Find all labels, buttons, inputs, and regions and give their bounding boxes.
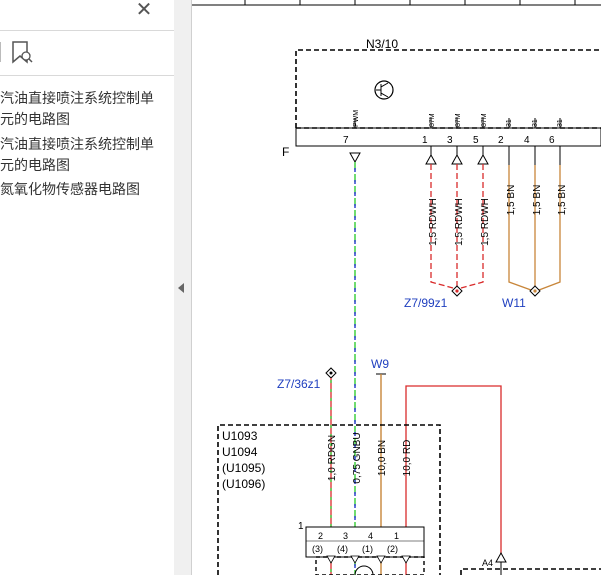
panel-divider — [0, 30, 174, 31]
connector-bottom: 2 3 4 1 (3) (4) (1) (2) — [305, 526, 425, 575]
bookmark-item-1[interactable]: 汽油直接喷注系统控制单 元的电路图 — [0, 88, 170, 130]
splice-label: Z7/36z1 — [277, 377, 321, 391]
pin-number-alt: (1) — [362, 544, 373, 554]
pin-number-alt: (4) — [337, 544, 348, 554]
pin-number: 1 — [422, 135, 428, 146]
pin-number: 4 — [524, 135, 530, 146]
module-u1093: U1093 U1094 (U1095) (U1096) 1 — [217, 424, 441, 575]
bookmark-item-label: 汽油直接喷注系统控制单 — [0, 136, 154, 152]
wire-label: 1,5 RDWH — [454, 198, 465, 246]
module-label: N3/10 — [366, 37, 398, 51]
pin-number-alt: (3) — [312, 544, 323, 554]
pin-top-labels: PWM 87M 87M 87M 31 31 31 — [353, 110, 564, 127]
module-label: (U1095) — [222, 461, 265, 475]
rd-wire: A4 — [405, 385, 507, 575]
bookmark-item-2[interactable]: 汽油直接喷注系统控制单 元的电路图 — [0, 134, 170, 176]
pin-number: 5 — [473, 135, 479, 146]
pin-label: PWM — [353, 110, 360, 127]
pin-number-alt: (2) — [387, 544, 398, 554]
module-bottom-right — [460, 568, 601, 575]
document-page: N3/10 F PWM 87M 87M 87M 31 31 31 7 1 3 5… — [192, 0, 601, 575]
pin-number: 4 — [368, 531, 373, 541]
bookmark-item-label: 元的电路图 — [0, 111, 70, 127]
transistor-icon — [374, 80, 394, 100]
wire-label: 1,5 RDWH — [428, 198, 439, 246]
pin-label: 87M — [481, 113, 488, 127]
module-label: U1094 — [222, 445, 258, 459]
wire-label: 1,5 BN — [506, 185, 517, 216]
connector-label: 1 — [298, 521, 304, 532]
pin-number: 7 — [343, 135, 349, 146]
pin-number: 3 — [343, 531, 348, 541]
ground-label: W9 — [371, 357, 389, 371]
pin-number: 2 — [318, 531, 323, 541]
panel-splitter[interactable] — [174, 0, 192, 575]
wire-label: 1,0 RDGN — [327, 435, 338, 481]
rdwh-wires — [430, 164, 484, 289]
bn-wires — [508, 165, 561, 291]
bookmark-panel: ✕ 汽油直接喷注系统控制单 元的电路图 汽油直接喷注系统控制单 元的电路图 氮氧… — [0, 0, 175, 575]
bookmark-item-label: 汽油直接喷注系统控制单 — [0, 90, 154, 106]
pin-label: 87M — [429, 113, 436, 127]
wire-label: 10,0 BN — [377, 440, 388, 476]
module-label: U1093 — [222, 429, 258, 443]
pin-number: 3 — [447, 135, 453, 146]
wire-labels-top: 1,5 RDWH 1,5 RDWH 1,5 RDWH 1,5 BN 1,5 BN… — [428, 185, 568, 246]
pin-number: 2 — [498, 135, 504, 146]
module-label: (U1096) — [222, 477, 265, 491]
panel-divider — [0, 75, 174, 76]
close-icon[interactable]: ✕ — [135, 0, 153, 21]
splice-w11: W11 — [502, 285, 541, 310]
wire-label: 1,5 BN — [557, 185, 568, 216]
bookmark-item-label: 氮氧化物传感器电路图 — [0, 181, 140, 197]
pin-numbers: 7 1 3 5 2 4 6 — [343, 135, 555, 146]
module-n3-10: N3/10 F — [282, 37, 601, 159]
wire-label: 10,0 RD — [402, 440, 413, 477]
wire-labels-bottom: 1,0 RDGN 0,75 GNBU 10,0 BN 10,0 RD — [327, 432, 413, 483]
wiring-diagram: N3/10 F PWM 87M 87M 87M 31 31 31 7 1 3 5… — [192, 0, 601, 575]
toolbar-separator — [0, 42, 1, 62]
connector-markers — [349, 152, 489, 165]
pin-number: 6 — [549, 135, 555, 146]
bookmark-icon[interactable] — [10, 40, 34, 66]
ref-label: A4 — [482, 558, 493, 568]
pin-label: 87M — [455, 113, 462, 127]
splice-label: W11 — [502, 296, 526, 310]
pin-number: 1 — [394, 531, 399, 541]
wire-label: 1,5 BN — [532, 185, 543, 216]
wire-label: 0,75 GNBU — [352, 432, 363, 483]
collapse-arrow-icon[interactable] — [178, 283, 184, 293]
bookmark-item-3[interactable]: 氮氧化物传感器电路图 — [0, 179, 170, 200]
wire-label: 1,5 RDWH — [480, 198, 491, 246]
side-letter: F — [282, 145, 289, 159]
splice-z7-99z1: Z7/99z1 — [404, 285, 463, 310]
bookmark-item-label: 元的电路图 — [0, 157, 70, 173]
splice-label: Z7/99z1 — [404, 296, 448, 310]
